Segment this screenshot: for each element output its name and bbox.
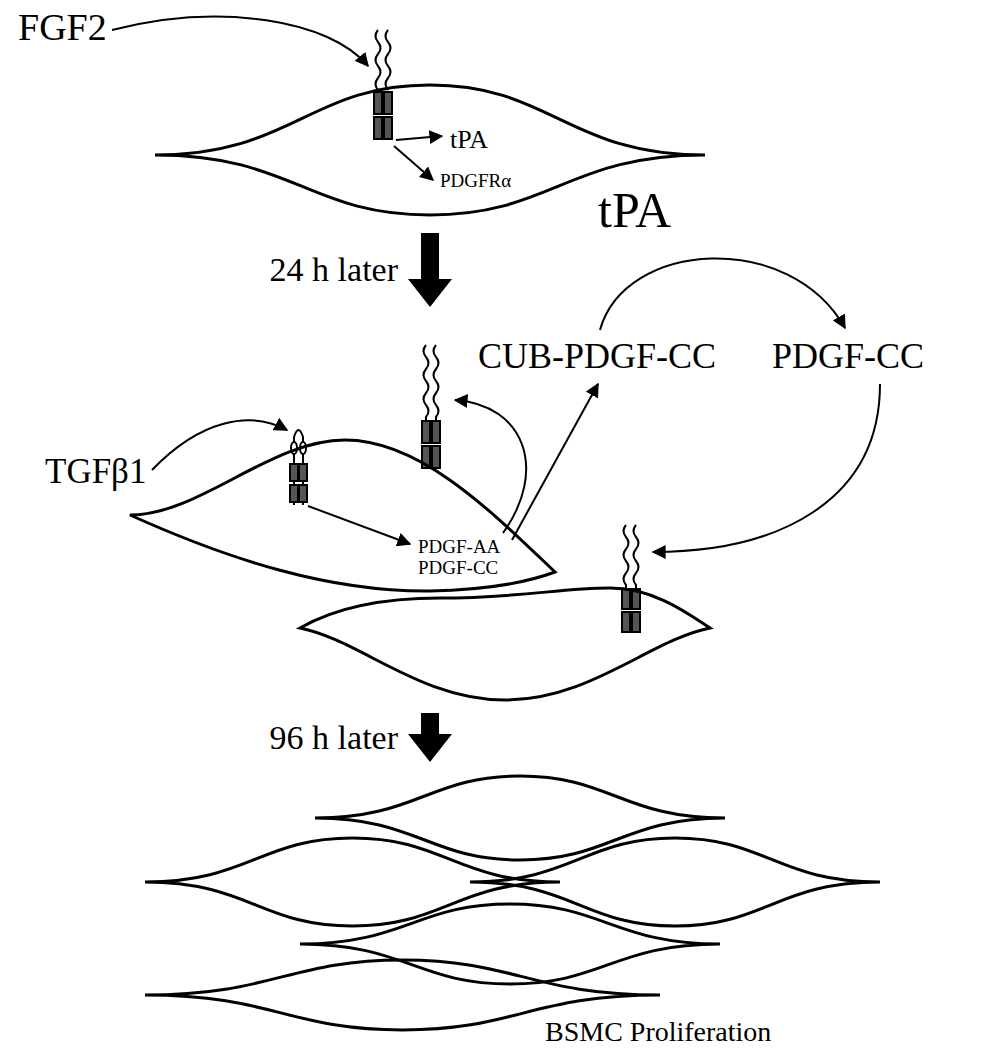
protein-label: PDGF-CC [418, 557, 498, 579]
receptor-domain [374, 92, 382, 114]
receptor-symbol [422, 345, 440, 468]
signal-arrow [112, 17, 368, 66]
receptor-domain [384, 92, 392, 114]
signal-arrow [512, 384, 598, 540]
cell-outline [470, 838, 880, 926]
receptor-domain [299, 485, 307, 502]
receptor-domain [432, 446, 440, 468]
cell-outline [130, 440, 555, 591]
receptor-domain [632, 612, 640, 632]
outcome-label: BSMC Proliferation [545, 1016, 771, 1048]
time-label: 24 h later [270, 250, 398, 289]
time-arrow [408, 233, 452, 307]
cell-outline-layer [140, 765, 890, 1050]
receptor-domain [290, 464, 298, 481]
receptor-chain [376, 30, 381, 90]
receptor-chain [386, 30, 391, 90]
signal-arrow [308, 506, 410, 544]
receptor-chain [434, 345, 439, 420]
factor-label: CUB-PDGF-CC [478, 336, 716, 377]
cell-outlines [145, 776, 880, 1030]
receptor-domain [622, 612, 630, 632]
signal-arrows [112, 17, 880, 552]
signal-arrow [653, 384, 880, 552]
cell-outlines [130, 440, 710, 700]
receptor-symbol [290, 430, 307, 505]
factor-label: TGFβ1 [45, 452, 146, 492]
factor-label: tPA [598, 182, 671, 240]
receptor-chain [424, 345, 429, 420]
cell-outline [300, 588, 710, 700]
time-label: 96 h later [270, 718, 398, 757]
cell-node: BSMC Proliferation [140, 765, 890, 1050]
signal-arrow [394, 146, 433, 180]
receptor-symbol [622, 525, 640, 632]
time-arrow [408, 713, 452, 762]
protein-label: PDGF-AA [418, 536, 500, 558]
receptor-domain [432, 421, 440, 443]
cell-outline [300, 904, 720, 984]
receptor-chain [624, 525, 629, 588]
factor-label: FGF2 [18, 6, 107, 50]
protein-label: tPA [450, 125, 488, 155]
signal-arrow [600, 258, 845, 330]
receptor-chain [634, 525, 639, 588]
receptor-domain [374, 117, 382, 139]
factor-label: PDGF-CC [772, 336, 924, 377]
receptor-domain [290, 485, 298, 502]
receptor-label: PDGFRα [440, 170, 511, 192]
receptor-domain [622, 589, 630, 609]
signal-arrow [396, 136, 442, 140]
cell-outline [315, 776, 725, 860]
receptor-domain [299, 464, 307, 481]
receptor-domain [422, 421, 430, 443]
receptor-domain [384, 117, 392, 139]
receptor-symbol [374, 30, 392, 139]
